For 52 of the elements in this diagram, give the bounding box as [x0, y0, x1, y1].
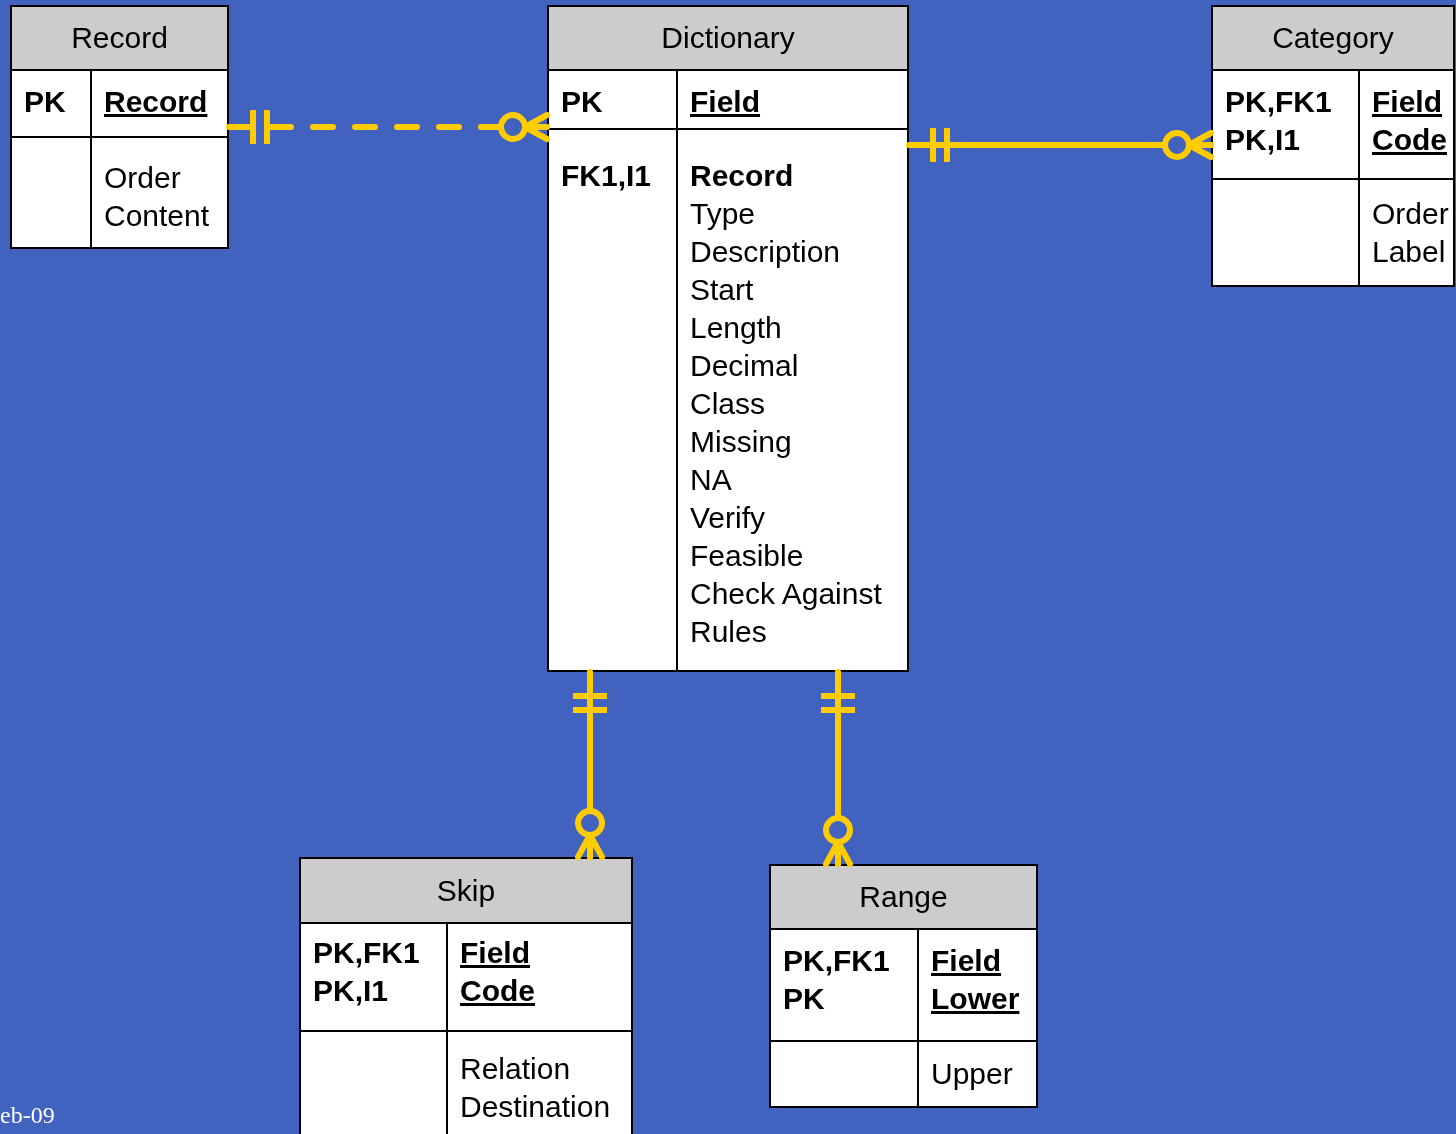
- relationship-line: [575, 669, 605, 860]
- key-label: PK: [783, 981, 825, 1017]
- field-name: Decimal: [690, 348, 799, 384]
- key-field-name: Field: [460, 935, 530, 971]
- key-field-name: Code: [460, 973, 535, 1009]
- key-label: PK,I1: [1225, 122, 1301, 158]
- field-name: Relation: [460, 1051, 571, 1087]
- field-name: Record: [690, 158, 794, 194]
- field-name: Feasible: [690, 538, 804, 574]
- key-label: PK: [24, 84, 66, 120]
- key-field-name: Record: [104, 84, 208, 120]
- relationship-line: [823, 669, 853, 867]
- field-name: NA: [690, 462, 732, 498]
- field-name: Label: [1372, 234, 1446, 270]
- field-name: Content: [104, 198, 210, 234]
- entity-table: [299, 857, 633, 1134]
- field-name: Class: [690, 386, 765, 422]
- entity-table: [1211, 5, 1455, 287]
- field-name: Description: [690, 234, 841, 270]
- field-name: Start: [690, 272, 754, 308]
- key-field-name: Field: [690, 84, 760, 120]
- field-name: Rules: [690, 614, 767, 650]
- field-name: Missing: [690, 424, 792, 460]
- date-note: eb-09: [0, 1102, 55, 1129]
- table-title: Category: [1213, 7, 1453, 71]
- relationship-line: [226, 112, 550, 142]
- table-title: Dictionary: [549, 7, 907, 71]
- key-label: PK,I1: [313, 973, 389, 1009]
- entity-table: [769, 864, 1038, 1108]
- key-field-name: Field: [1372, 84, 1442, 120]
- entity-table: [10, 5, 229, 249]
- key-field-name: Field: [931, 943, 1001, 979]
- field-name: Destination: [460, 1089, 611, 1125]
- key-field-name: Code: [1372, 122, 1447, 158]
- key-label: PK,FK1: [313, 935, 420, 971]
- field-name: Upper: [931, 1056, 1013, 1092]
- field-name: Check Against: [690, 576, 882, 612]
- key-label: PK,FK1: [1225, 84, 1332, 120]
- field-name: Type: [690, 196, 756, 232]
- relationship-line: [906, 130, 1214, 160]
- table-title: Range: [771, 866, 1036, 930]
- table-title: Record: [12, 7, 227, 71]
- field-name: Order: [1372, 196, 1449, 232]
- key-label: PK: [561, 84, 603, 120]
- field-name: Order: [104, 160, 181, 196]
- entity-table: [547, 5, 909, 672]
- field-name: Length: [690, 310, 782, 346]
- key-field-name: Lower: [931, 981, 1020, 1017]
- key-label: PK,FK1: [783, 943, 890, 979]
- table-title: Skip: [301, 859, 631, 924]
- key-label: FK1,I1: [561, 158, 652, 194]
- field-name: Verify: [690, 500, 766, 536]
